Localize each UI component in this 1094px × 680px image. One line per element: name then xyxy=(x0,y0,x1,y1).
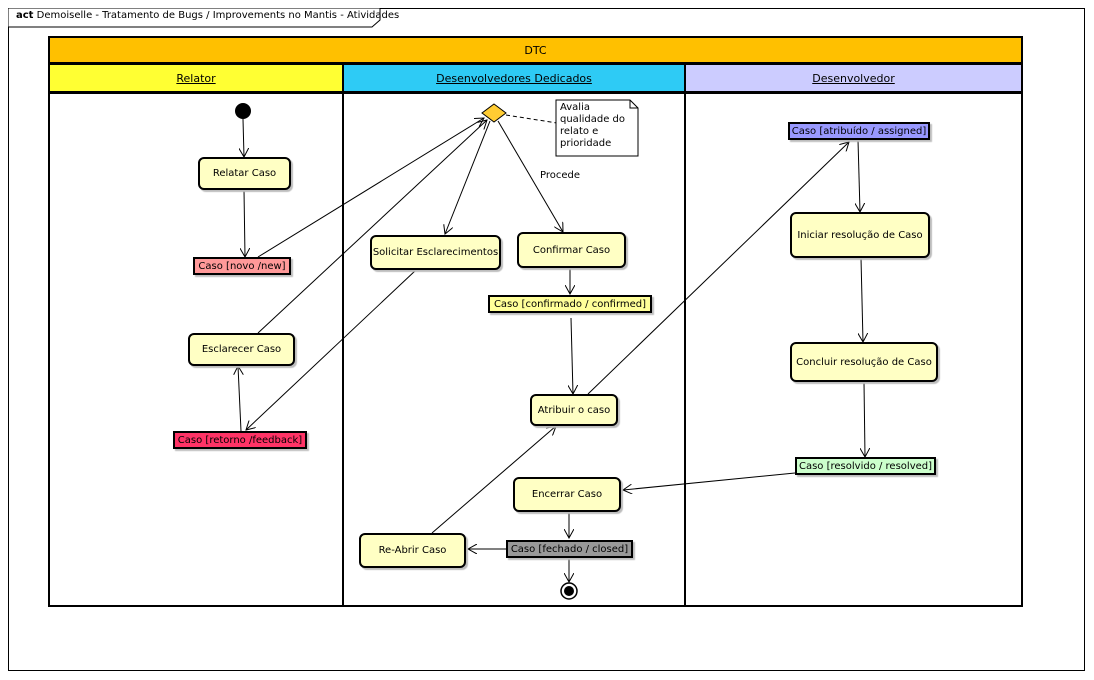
edge-reabrir-atribuir xyxy=(431,426,556,534)
object-caso-novo[interactable]: Caso [novo /new] xyxy=(193,257,291,275)
action-solicitar-esclarecimentos[interactable]: Solicitar Esclarecimentos xyxy=(370,235,501,270)
lane-header-desenvolvedor: Desenvolvedor xyxy=(684,63,1023,93)
edge-atribuir-atribuido xyxy=(587,142,849,395)
edge-decision-solicitar xyxy=(445,120,491,234)
action-encerrar-caso-label: Encerrar Caso xyxy=(531,489,603,500)
edge-retorno-esclarecer xyxy=(238,366,241,432)
lane-body-dedicados xyxy=(342,92,686,607)
action-encerrar-caso[interactable]: Encerrar Caso xyxy=(513,477,621,512)
object-caso-confirmado[interactable]: Caso [confirmado / confirmed] xyxy=(488,295,652,313)
edge-novo-decision xyxy=(257,118,484,258)
note-text: Avalia qualidade do relato e prioridade xyxy=(560,102,625,149)
action-esclarecer-caso[interactable]: Esclarecer Caso xyxy=(188,333,295,366)
action-relatar-caso[interactable]: Relatar Caso xyxy=(198,157,291,190)
edge-decision-confirmar xyxy=(497,120,563,232)
action-concluir-resolucao[interactable]: Concluir resolução de Caso xyxy=(790,342,938,382)
frame-tab-shape xyxy=(8,8,381,28)
action-confirmar-caso[interactable]: Confirmar Caso xyxy=(517,232,626,268)
action-reabrir-caso[interactable]: Re-Abrir Caso xyxy=(359,533,466,568)
action-atribuir-caso[interactable]: Atribuir o caso xyxy=(530,394,618,426)
object-caso-atribuido[interactable]: Caso [atribuído / assigned] xyxy=(788,122,930,140)
object-caso-fechado-label: Caso [fechado / closed] xyxy=(510,543,629,555)
edge-confirmado-atribuir xyxy=(571,317,573,394)
action-concluir-resolucao-label: Concluir resolução de Caso xyxy=(796,356,932,368)
object-caso-fechado[interactable]: Caso [fechado / closed] xyxy=(506,540,633,558)
action-iniciar-resolucao[interactable]: Iniciar resolução de Caso xyxy=(790,212,930,258)
edge-solicitar-retorno xyxy=(246,269,417,430)
edge-relatar-novo xyxy=(244,189,245,257)
lane-header-dedicados: Desenvolvedores Dedicados xyxy=(342,63,686,93)
decision-node xyxy=(481,103,507,123)
pool-header: DTC xyxy=(48,36,1023,64)
edge-concluir-resolvido xyxy=(864,381,865,457)
object-caso-atribuido-label: Caso [atribuído / assigned] xyxy=(791,125,927,137)
note-fold xyxy=(629,100,638,109)
action-confirmar-caso-label: Confirmar Caso xyxy=(532,244,611,256)
edge-atribuido-iniciar xyxy=(858,139,860,212)
frame-title: Demoiselle - Tratamento de Bugs / Improv… xyxy=(36,10,400,21)
frame-keyword: act xyxy=(16,10,34,21)
diagram-frame xyxy=(8,8,1085,671)
frame-tab: act Demoiselle - Tratamento de Bugs / Im… xyxy=(8,8,421,27)
action-solicitar-esclarecimentos-label: Solicitar Esclarecimentos xyxy=(372,247,499,258)
pool-title: DTC xyxy=(524,43,547,57)
object-caso-novo-label: Caso [novo /new] xyxy=(198,260,286,272)
lane-title-relator: Relator xyxy=(176,71,216,85)
object-caso-confirmado-label: Caso [confirmado / confirmed] xyxy=(493,298,647,310)
note-shape xyxy=(555,99,639,157)
object-caso-retorno-label: Caso [retorno /feedback] xyxy=(177,434,303,446)
lane-title-desenvolvedor: Desenvolvedor xyxy=(812,71,895,85)
lane-title-dedicados: Desenvolvedores Dedicados xyxy=(436,71,592,85)
object-caso-resolvido-label: Caso [resolvido / resolved] xyxy=(798,460,933,472)
note-anchor-line xyxy=(505,114,558,124)
edge-label-procede: Procede xyxy=(540,170,581,181)
edge-esclarecer-decision xyxy=(257,120,487,334)
action-atribuir-caso-label: Atribuir o caso xyxy=(537,404,611,416)
final-node-inner xyxy=(564,586,574,596)
action-iniciar-resolucao-label: Iniciar resolução de Caso xyxy=(797,229,923,241)
edge-resolvido-encerrar xyxy=(623,472,796,490)
object-caso-resolvido[interactable]: Caso [resolvido / resolved] xyxy=(795,457,936,475)
object-caso-retorno[interactable]: Caso [retorno /feedback] xyxy=(173,431,307,449)
edge-start-relatar xyxy=(243,118,244,157)
action-esclarecer-caso-label: Esclarecer Caso xyxy=(201,344,282,355)
action-relatar-caso-label: Relatar Caso xyxy=(212,168,277,179)
edge-iniciar-concluir xyxy=(861,257,863,342)
initial-node xyxy=(235,103,251,119)
action-reabrir-caso-label: Re-Abrir Caso xyxy=(378,545,447,556)
